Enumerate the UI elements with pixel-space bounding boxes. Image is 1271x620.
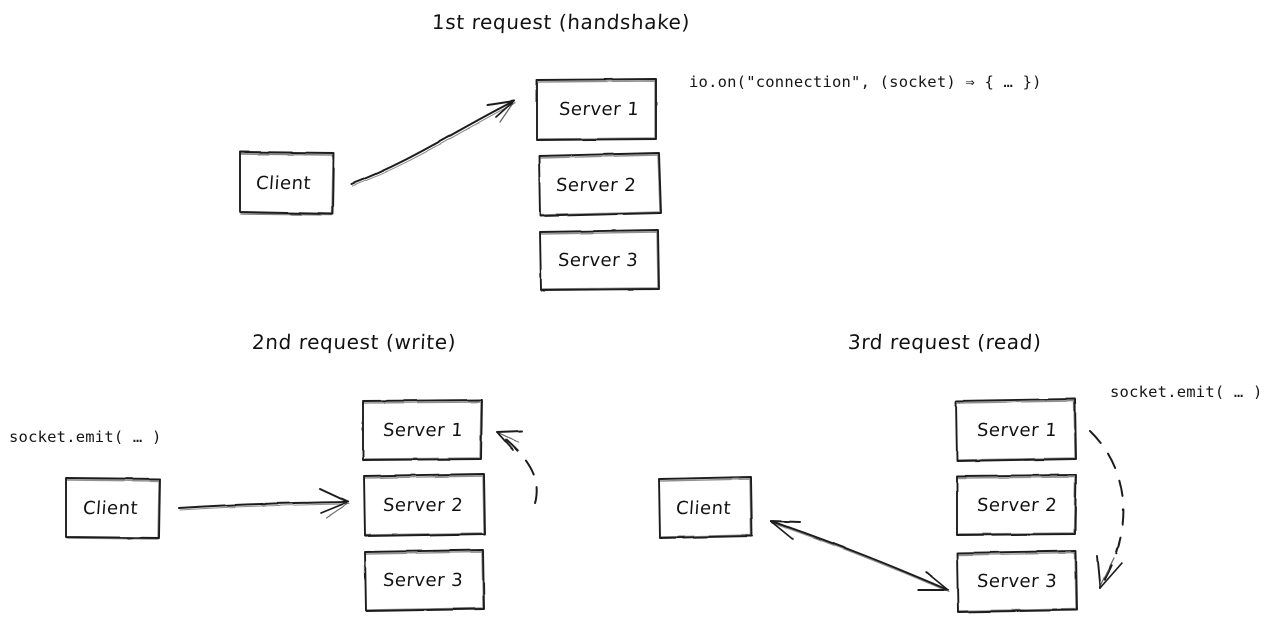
arrow-client-to-server2-write — [178, 488, 350, 519]
client-box-read[interactable] — [658, 476, 753, 539]
server-box-1-handshake[interactable] — [536, 78, 657, 141]
code-annotation-connection: io.on("connection", (socket) ⇒ { … }) — [689, 73, 1042, 91]
client-hit-handshake[interactable] — [240, 152, 334, 214]
server-hit-2-handshake[interactable] — [539, 153, 661, 216]
arrow-client-to-server1-handshake — [350, 100, 516, 187]
code-annotation-emit-read: socket.emit( … ) — [1110, 383, 1263, 401]
server-hit-1-read[interactable] — [956, 399, 1077, 461]
server-box-2-write[interactable] — [363, 473, 486, 537]
section-title-handshake: 1st request (handshake) — [431, 10, 691, 34]
arrow-client-to-server3-read — [770, 520, 950, 593]
server-hit-1-write[interactable] — [363, 400, 483, 460]
client-box-write[interactable] — [65, 477, 161, 540]
server-box-1-write[interactable] — [362, 399, 483, 461]
client-hit-read[interactable] — [659, 477, 753, 538]
server-box-3-handshake[interactable] — [539, 229, 660, 291]
server-box-2-read[interactable] — [956, 474, 1077, 536]
server-box-2-handshake[interactable] — [538, 152, 662, 217]
server-hit-2-write[interactable] — [364, 474, 486, 536]
server-hit-3-write[interactable] — [365, 550, 485, 611]
server-hit-2-read[interactable] — [957, 475, 1077, 535]
server-hit-1-handshake[interactable] — [537, 79, 657, 140]
code-annotation-emit-write: socket.emit( … ) — [9, 428, 162, 446]
client-box-handshake[interactable] — [239, 151, 335, 216]
client-hit-write[interactable] — [66, 478, 160, 538]
server-hit-3-read[interactable] — [957, 551, 1078, 612]
server-hit-3-handshake[interactable] — [540, 230, 660, 290]
arrow-server1-to-server3-read — [1089, 430, 1125, 589]
arrow-server2-to-server1-write — [496, 430, 538, 504]
server-box-3-write[interactable] — [364, 549, 485, 612]
server-box-3-read[interactable] — [956, 550, 1078, 613]
section-title-write: 2nd request (write) — [251, 330, 457, 354]
section-title-read: 3rd request (read) — [847, 330, 1043, 354]
server-box-1-read[interactable] — [955, 398, 1077, 462]
